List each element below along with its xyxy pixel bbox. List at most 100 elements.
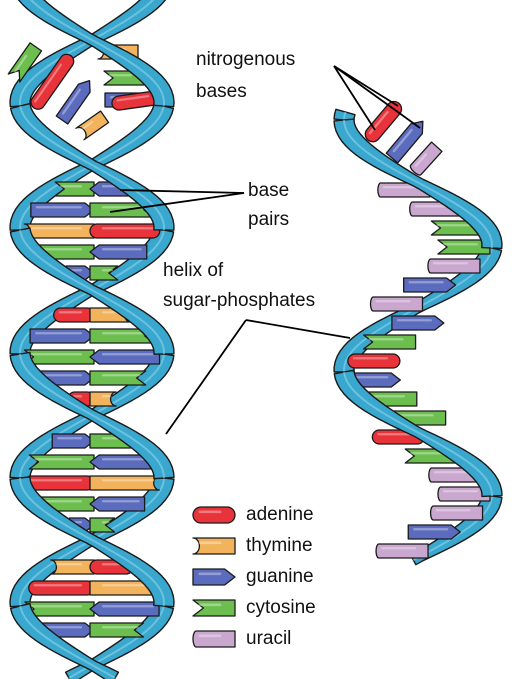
label-nitrogenous-bases-line1: nitrogenous [196, 49, 296, 70]
dna-strand-b-segment-5 [9, 602, 120, 679]
cytosine-rod-body [24, 601, 95, 617]
uracil-rod-shine [414, 153, 428, 167]
label-helix-line1: helix of [163, 260, 224, 281]
guanine-rod-body [407, 524, 461, 540]
legend-thymine: thymine [246, 535, 313, 556]
thymine-rod-body [89, 391, 117, 407]
thymine-rod-icon [192, 537, 236, 555]
guanine-rod-shine [57, 437, 83, 440]
uracil-rod-icon [192, 630, 236, 648]
dna-strand-a-segment-0-shine [29, 0, 165, 107]
adenine-rod-body [192, 506, 236, 524]
legend-guanine: guanine [246, 566, 314, 587]
thymine-rod-body [192, 537, 236, 555]
guanine-rod-shine [101, 605, 155, 608]
adenine-rod-shine [377, 433, 413, 436]
dna-strand-a-segment-0 [17, 0, 175, 108]
adenine-rod-shine [58, 311, 83, 314]
leader-lines [109, 65, 421, 435]
uracil-rod-body [369, 296, 424, 312]
guanine-rod-body [55, 80, 91, 125]
guanine-rod-body [89, 496, 146, 512]
adenine-rod-shine [33, 584, 83, 587]
cytosine-rod-shine [101, 626, 139, 629]
cytosine-base [89, 517, 116, 533]
uracil-rod-body [192, 630, 236, 648]
uracil-rod-shine [414, 205, 450, 208]
cytosine-base [89, 622, 145, 638]
guanine-base [391, 315, 445, 331]
label-base-pairs-line2: pairs [248, 209, 290, 230]
thymine-base [50, 559, 95, 575]
cytosine-rod-body [7, 42, 43, 83]
guanine-rod-shine [45, 626, 83, 629]
guanine-rod-body [192, 568, 236, 586]
guanine-rod-body [89, 349, 161, 365]
adenine-rod-shine [72, 395, 83, 398]
legend-adenine: adenine [246, 504, 314, 525]
cytosine-base [89, 370, 147, 386]
guanine-rod-body [30, 202, 95, 218]
thymine-rod-shine [55, 563, 83, 566]
cytosine-rod-shine [60, 185, 83, 188]
dna-strand-b-segment-5-shine [19, 605, 116, 679]
cytosine-rod-body [89, 265, 119, 281]
adenine-rod-shine [352, 357, 388, 360]
guanine-base [30, 202, 95, 218]
guanine-base [89, 349, 161, 365]
adenine-rod-shine [116, 94, 150, 102]
dna-strand-a-segment-4-shine [19, 477, 165, 607]
rna-strand-segment-1 [333, 118, 503, 250]
cytosine-rod-shine [369, 395, 405, 398]
uracil-rod-shine [435, 509, 471, 512]
rna-strand-segment-1-shine [343, 119, 493, 249]
adenine-base [53, 307, 95, 323]
cytosine-rod-body [28, 454, 95, 470]
guanine-rod-body [89, 601, 160, 617]
cytosine-base [54, 181, 95, 197]
uracil-rod-body [429, 505, 484, 521]
guanine-rod-body [403, 277, 457, 293]
uracil-rod-shine [380, 547, 417, 550]
adenine-rod-body [53, 307, 95, 323]
leader-nitrogenous-3 [333, 65, 376, 131]
thymine-rod-shine [198, 541, 222, 545]
adenine-base [30, 53, 75, 110]
thymine-rod-shine [29, 227, 83, 230]
cytosine-rod-body [89, 370, 147, 386]
guanine-rod-shine [396, 319, 432, 322]
adenine-rod-body [24, 475, 95, 491]
guanine-rod-shine [74, 521, 83, 524]
cytosine-base [28, 454, 95, 470]
thymine-rod-shine [101, 395, 112, 398]
cytosine-base [23, 349, 95, 365]
thymine-base [89, 391, 117, 407]
cytosine-rod-shine [101, 332, 149, 335]
label-nitrogenous-bases-line2: bases [196, 81, 247, 102]
cytosine-rod-shine [436, 224, 472, 227]
guanine-base [51, 433, 95, 449]
dna-strand-b-segment-3-shine [19, 353, 165, 479]
leader-base-pairs-1 [119, 189, 245, 194]
guanine-base [385, 120, 424, 164]
thymine-rod-shine [82, 120, 94, 130]
adenine-rod-body [30, 53, 75, 110]
uracil-rod-shine [198, 634, 222, 638]
guanine-rod-shine [392, 128, 413, 153]
thymine-base [89, 475, 160, 491]
legend-cytosine: cytosine [246, 597, 316, 618]
guanine-rod-body [385, 120, 424, 164]
adenine-base [347, 353, 401, 369]
guanine-base [89, 601, 160, 617]
legend-uracil: uracil [246, 628, 292, 649]
rna-strand-segment-3-shine [343, 371, 493, 497]
uracil-base [369, 296, 424, 312]
adenine-base [28, 580, 95, 596]
label-helix-line2: sugar-phosphates [163, 290, 316, 311]
thymine-rod-body [89, 475, 160, 491]
guanine-rod-shine [413, 528, 449, 531]
cytosine-rod-shine [410, 452, 446, 455]
adenine-rod-body [28, 580, 95, 596]
thymine-rod-body [23, 223, 95, 239]
